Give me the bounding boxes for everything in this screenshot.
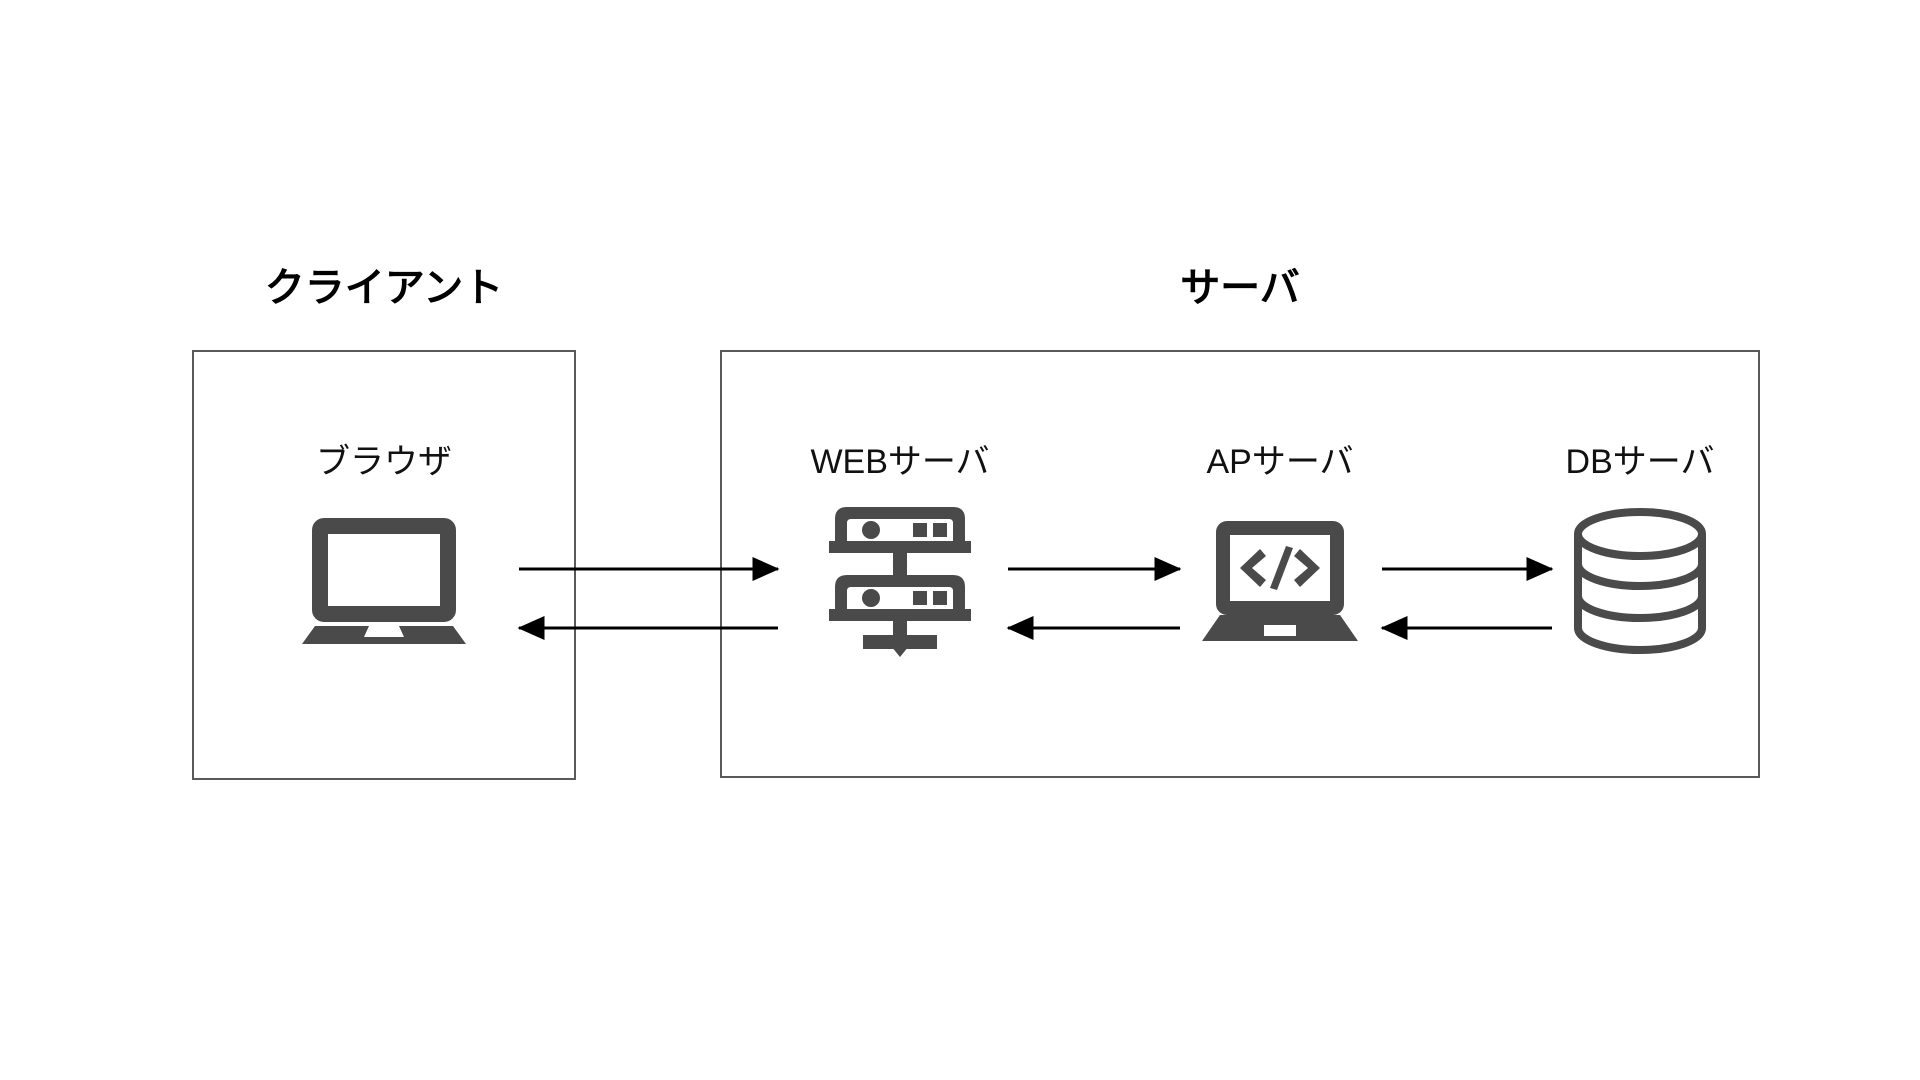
server-rack-icon — [780, 501, 1020, 661]
node-web-server-label: WEBサーバ — [810, 443, 990, 481]
server-group-title: サーバ — [1180, 266, 1300, 310]
laptop-icon — [264, 501, 504, 661]
client-group-box — [192, 350, 576, 780]
server-group-box — [720, 350, 1760, 778]
node-browser[interactable]: ブラウザ — [264, 445, 504, 661]
database-cylinder-icon — [1520, 501, 1760, 661]
node-ap-server[interactable]: APサーバ — [1160, 445, 1400, 661]
laptop-code-icon — [1160, 501, 1400, 661]
client-group-title: クライアント — [264, 266, 504, 310]
node-db-server-label: DBサーバ — [1565, 443, 1715, 481]
node-web-server[interactable]: WEBサーバ — [780, 445, 1020, 661]
node-ap-server-label: APサーバ — [1206, 443, 1354, 481]
node-db-server[interactable]: DBサーバ — [1520, 445, 1760, 661]
node-browser-label: ブラウザ — [316, 443, 452, 481]
